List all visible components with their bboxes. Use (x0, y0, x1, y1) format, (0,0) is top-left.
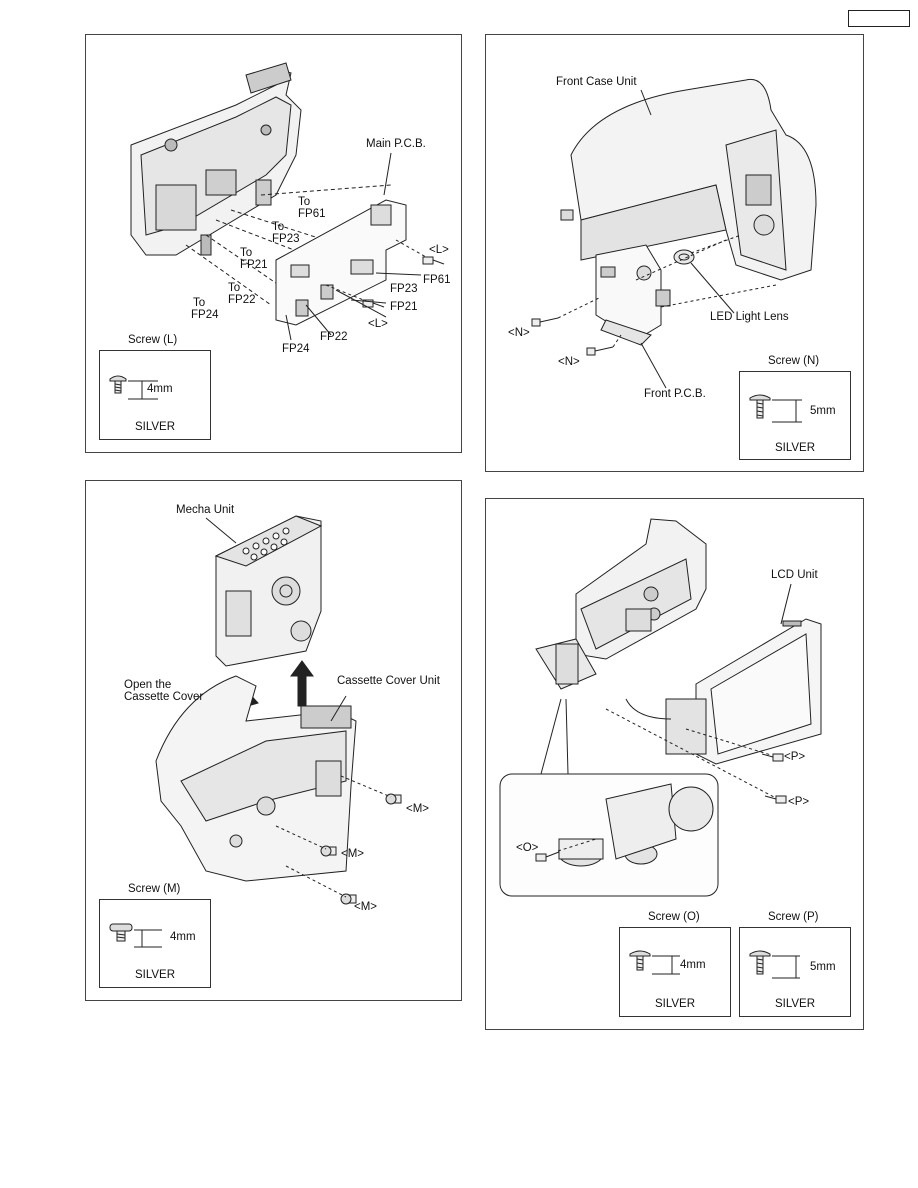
screw-l-icon (109, 375, 158, 400)
label-screw-m-1: <M> (406, 803, 430, 815)
screw-m-icon (109, 923, 162, 948)
label-front-pcb: Front P.C.B. (644, 388, 706, 400)
screw-n-size: 5mm (810, 405, 836, 417)
screw-l-title: Screw (L) (128, 334, 178, 346)
panel-lcd-unit: LCD Unit <P> <P> <O> Screw (O) 4mm SILVE… (485, 498, 864, 1030)
screw-p-spec-box: Screw (P) 5mm SILVER (739, 911, 851, 1017)
screw-n-icon (749, 394, 802, 423)
panel-front-case: Front Case Unit LED Light Lens <N> <N> F… (485, 34, 864, 472)
label-screw-p-upper: <P> (784, 751, 806, 763)
screw-n-title: Screw (N) (768, 355, 820, 367)
panel-mecha-unit: Mecha Unit Open the Cassette Cover Casse… (85, 480, 462, 1001)
mecha-unit-illustration (155, 515, 402, 905)
label-screw-m-2: <M> (341, 848, 365, 860)
screw-o-size: 4mm (680, 959, 706, 971)
camera-body-main-pcb-illustration (130, 62, 445, 341)
screw-p-color: SILVER (774, 998, 816, 1010)
label-fp24: FP24 (282, 343, 310, 355)
label-to-fp21-to: To (240, 247, 253, 259)
label-front-case-unit: Front Case Unit (556, 76, 637, 88)
page-number-box (848, 10, 910, 27)
screw-n-color: SILVER (774, 442, 816, 454)
label-to-fp61-to: To (298, 196, 311, 208)
screw-m-title: Screw (M) (128, 883, 181, 895)
label-screw-l-upper: <L> (429, 244, 449, 256)
label-to-fp23: FP23 (272, 233, 300, 245)
screw-p-title: Screw (P) (768, 911, 819, 923)
label-screw-n-lower: <N> (558, 356, 580, 368)
label-to-fp22-to: To (228, 282, 241, 294)
screw-l-size: 4mm (147, 383, 173, 395)
label-to-fp21: FP21 (240, 259, 268, 271)
label-to-fp22: FP22 (228, 294, 256, 306)
screw-l-spec-box: Screw (L) 4mm SILVER (99, 334, 211, 440)
screw-o-color: SILVER (654, 998, 696, 1010)
label-screw-p-lower: <P> (788, 796, 810, 808)
label-to-fp61: FP61 (298, 208, 326, 220)
label-screw-n-upper: <N> (508, 327, 530, 339)
screw-p-size: 5mm (810, 961, 836, 973)
label-open-cassette-cover-line1: Open the (124, 679, 172, 691)
label-fp22: FP22 (320, 331, 348, 343)
screw-n-spec-box: Screw (N) 5mm SILVER (739, 355, 851, 460)
screw-p-icon (749, 950, 800, 979)
label-led-light-lens: LED Light Lens (710, 311, 789, 323)
screw-m-color: SILVER (134, 969, 176, 981)
label-fp23: FP23 (390, 283, 418, 295)
label-screw-m-3: <M> (354, 901, 378, 913)
label-to-fp24: FP24 (191, 309, 219, 321)
label-fp61: FP61 (423, 274, 451, 286)
label-cassette-cover-unit: Cassette Cover Unit (337, 675, 440, 687)
label-screw-l-lower: <L> (368, 318, 388, 330)
label-main-pcb: Main P.C.B. (366, 138, 426, 150)
screw-l-color: SILVER (134, 421, 176, 433)
label-fp21: FP21 (390, 301, 418, 313)
label-lcd-unit: LCD Unit (771, 569, 818, 581)
screw-o-spec-box: Screw (O) 4mm SILVER (619, 911, 731, 1017)
screw-m-spec-box: Screw (M) 4mm SILVER (99, 883, 211, 988)
screw-o-icon (629, 950, 680, 975)
label-open-cassette-cover-line2: Cassette Cover (124, 691, 204, 703)
screw-m-size: 4mm (170, 931, 196, 943)
label-to-fp23-to: To (272, 221, 285, 233)
label-screw-o: <O> (516, 842, 539, 854)
lcd-unit-illustration (499, 518, 822, 897)
front-case-illustration (531, 78, 817, 389)
screw-o-title: Screw (O) (648, 911, 700, 923)
label-to-fp24-to: To (193, 297, 206, 309)
label-mecha-unit: Mecha Unit (176, 504, 235, 516)
panel-main-pcb: Main P.C.B. To FP61 To FP23 To FP21 To F… (85, 34, 462, 453)
